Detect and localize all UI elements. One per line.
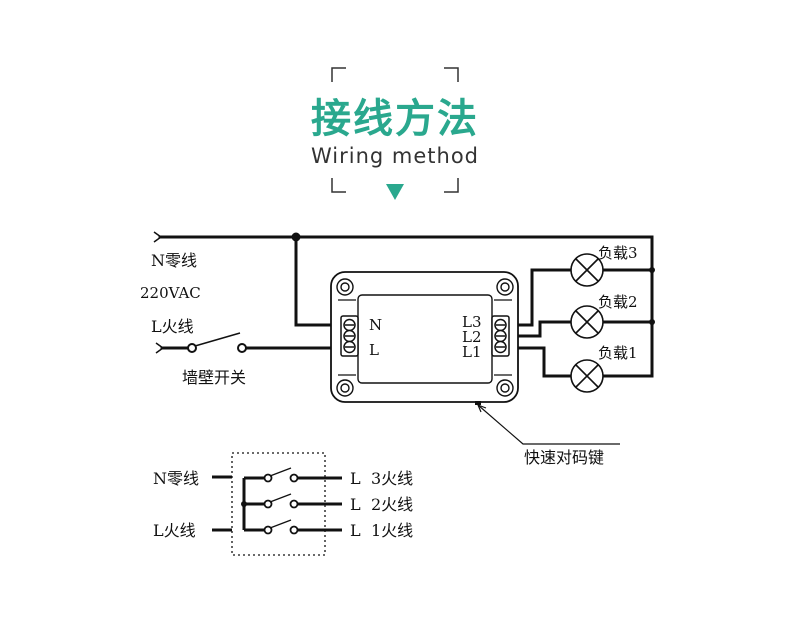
junction-dot xyxy=(291,232,301,242)
schematic xyxy=(212,452,342,556)
load3-label: 负载3 xyxy=(598,244,638,262)
wall-switch-icon xyxy=(187,332,247,353)
schematic-out3-label: 3火线 xyxy=(371,469,413,488)
load3-wire xyxy=(510,268,572,327)
triangle-down-icon xyxy=(386,184,404,200)
load1-label: 负载1 xyxy=(598,344,638,362)
pairing-button-icon xyxy=(475,401,481,405)
schematic-out2-label: 2火线 xyxy=(371,495,413,514)
schematic-out1-prefix: L xyxy=(350,521,361,540)
pairing-button-label: 快速对码键 xyxy=(524,448,604,467)
schematic-l-label: L火线 xyxy=(153,521,196,540)
lamp-icon xyxy=(570,305,604,339)
pairing-leader-line xyxy=(477,404,620,445)
terminal-l-label: L xyxy=(369,341,379,359)
lamp-icon xyxy=(570,253,604,287)
terminal-n-label: N xyxy=(369,316,382,334)
terminal-l1-label: L1 xyxy=(462,343,482,361)
load2-label: 负载2 xyxy=(598,293,638,311)
load2-wire xyxy=(510,320,572,338)
lamp-icon xyxy=(570,359,604,393)
n-line-label: N零线 xyxy=(151,251,197,270)
schematic-out2-prefix: L xyxy=(350,495,361,514)
l-line-label: L火线 xyxy=(151,317,194,336)
page-subtitle: Wiring method xyxy=(310,144,480,168)
leader-arrow-icon xyxy=(477,404,487,413)
page-title: 接线方法 xyxy=(311,96,479,142)
controller-module xyxy=(330,271,519,405)
schematic-out3-prefix: L xyxy=(350,469,361,488)
title-frame xyxy=(331,67,459,193)
schematic-out1-label: 1火线 xyxy=(371,521,413,540)
l-input-arrow-icon xyxy=(155,342,165,354)
load1-wire xyxy=(510,346,572,378)
voltage-label: 220VAC xyxy=(140,284,201,302)
terminal-l2-label: L2 xyxy=(462,328,482,346)
n-branch-wire xyxy=(294,235,342,327)
n-input-arrow-icon xyxy=(153,231,163,243)
wall-switch-label: 墙壁开关 xyxy=(182,368,246,387)
terminal-l3-label: L3 xyxy=(462,313,482,331)
schematic-n-label: N零线 xyxy=(153,469,199,488)
